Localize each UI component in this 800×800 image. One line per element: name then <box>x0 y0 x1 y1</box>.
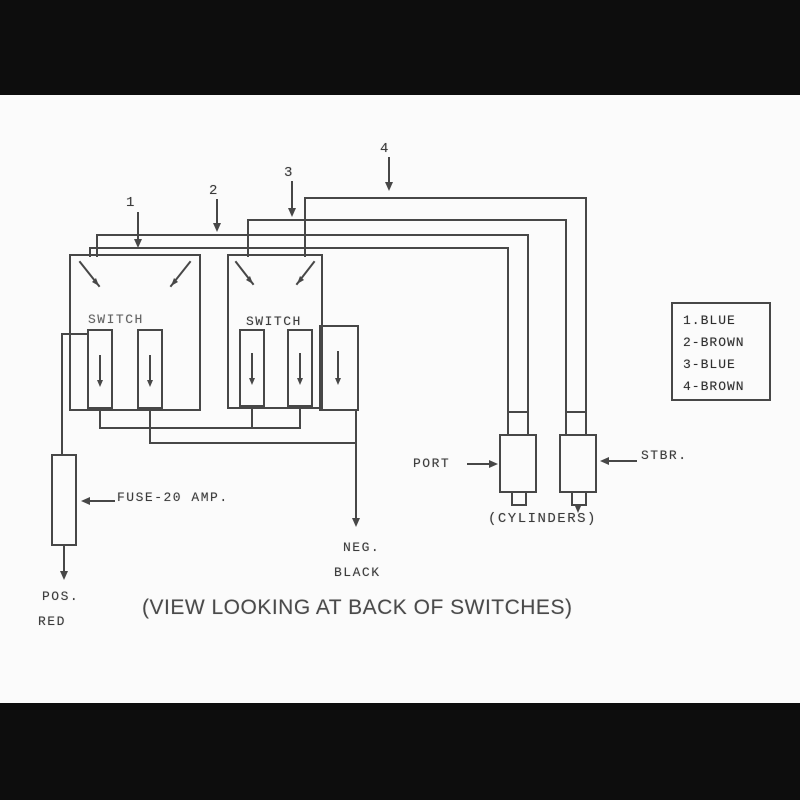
switch-left-label: SWITCH <box>88 312 144 327</box>
stbr-cylinder <box>559 411 637 513</box>
legend-box <box>671 302 771 401</box>
port-label: PORT <box>413 456 451 471</box>
legend-item-3: 3-BLUE <box>683 357 736 372</box>
cylinders-label: (CYLINDERS) <box>488 511 597 527</box>
legend-item-2: 2-BROWN <box>683 335 745 350</box>
legend-item-4: 4-BROWN <box>683 379 745 394</box>
letterbox-bottom <box>0 703 800 800</box>
diagram-caption: (VIEW LOOKING AT BACK OF SWITCHES) <box>142 596 573 619</box>
black-label: BLACK <box>334 565 381 580</box>
wire-number-4: 4 <box>380 141 390 157</box>
wire-3-run <box>247 219 567 413</box>
neg-label: NEG. <box>343 540 381 555</box>
pos-label: POS. <box>42 589 80 604</box>
fuse-and-positive-lead <box>51 333 115 580</box>
switch-left-body <box>69 254 201 411</box>
wire-4-run <box>304 197 587 413</box>
diagram-paper <box>0 95 800 703</box>
wire-number-arrows <box>134 157 393 248</box>
fuse-label: FUSE-20 AMP. <box>117 490 229 505</box>
port-cylinder <box>467 411 537 506</box>
red-label: RED <box>38 614 66 629</box>
wire-1-run <box>89 247 509 413</box>
switch-right-body <box>227 254 359 411</box>
wire-number-3: 3 <box>284 165 294 181</box>
legend-item-1: 1.BLUE <box>683 313 736 328</box>
ground-bus-wiring <box>99 405 360 527</box>
switch-right-label: SWITCH <box>246 314 302 329</box>
stbr-label: STBR. <box>641 448 688 463</box>
wire-number-1: 1 <box>126 195 136 211</box>
letterbox-top <box>0 0 800 95</box>
wire-2-run <box>96 234 529 413</box>
wire-number-2: 2 <box>209 183 219 199</box>
